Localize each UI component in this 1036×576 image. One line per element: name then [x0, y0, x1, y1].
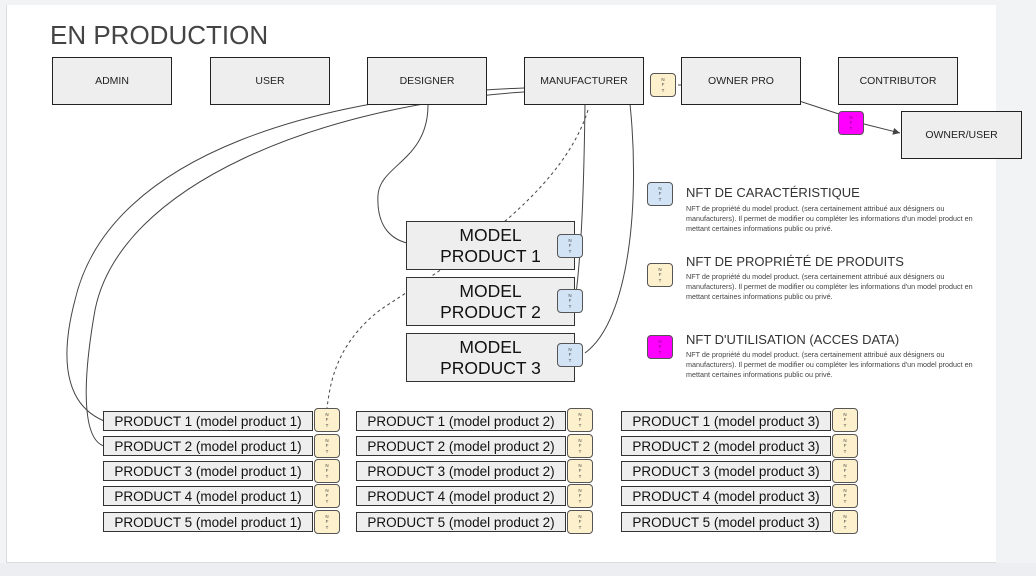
role-designer[interactable]: DESIGNER: [367, 57, 487, 105]
product-item[interactable]: PRODUCT 2 (model product 3): [621, 436, 831, 456]
product-item[interactable]: PRODUCT 2 (model product 1): [103, 436, 313, 456]
product-item[interactable]: PRODUCT 1 (model product 1): [103, 411, 313, 431]
role-contributor[interactable]: CONTRIBUTOR: [838, 57, 958, 105]
page-title: EN PRODUCTION: [50, 20, 269, 50]
legend-characteristic-desc: NFT de propriété du model product. (sera…: [686, 204, 973, 233]
legend-characteristic-title: NFT DE CARACTÉRISTIQUE: [686, 185, 860, 200]
product-item[interactable]: PRODUCT 2 (model product 2): [356, 436, 566, 456]
product-item[interactable]: PRODUCT 4 (model product 3): [621, 486, 831, 506]
product-item[interactable]: PRODUCT 5 (model product 1): [103, 512, 313, 532]
legend-usage-title: NFT D'UTILISATION (ACCES DATA): [686, 332, 900, 347]
product-item[interactable]: PRODUCT 5 (model product 3): [621, 512, 831, 532]
product-item[interactable]: PRODUCT 1 (model product 2): [356, 411, 566, 431]
product-item[interactable]: PRODUCT 1 (model product 3): [621, 411, 831, 431]
role-owner-user[interactable]: OWNER/USER: [901, 111, 1022, 159]
model-product-2[interactable]: MODEL PRODUCT 2: [406, 277, 575, 326]
role-manufacturer[interactable]: MANUFACTURER: [524, 57, 644, 105]
legend-property-desc: NFT de propriété du model product. (sera…: [686, 272, 973, 301]
bottom-bar: [0, 563, 1036, 576]
product-item[interactable]: PRODUCT 4 (model product 1): [103, 486, 313, 506]
legend-usage-desc: NFT de propriété du model product. (sera…: [686, 350, 973, 379]
legend-property-title: NFT DE PROPRIÉTÉ DE PRODUITS: [686, 254, 904, 269]
product-item[interactable]: PRODUCT 3 (model product 3): [621, 461, 831, 481]
model-product-3[interactable]: MODEL PRODUCT 3: [406, 333, 575, 382]
product-item[interactable]: PRODUCT 3 (model product 2): [356, 461, 566, 481]
model-product-1[interactable]: MODEL PRODUCT 1: [406, 221, 575, 270]
product-item[interactable]: PRODUCT 4 (model product 2): [356, 486, 566, 506]
role-admin[interactable]: ADMIN: [52, 57, 172, 105]
role-user[interactable]: USER: [210, 57, 330, 105]
role-owner-pro[interactable]: OWNER PRO: [681, 57, 801, 105]
product-item[interactable]: PRODUCT 5 (model product 2): [356, 512, 566, 532]
product-item[interactable]: PRODUCT 3 (model product 1): [103, 461, 313, 481]
